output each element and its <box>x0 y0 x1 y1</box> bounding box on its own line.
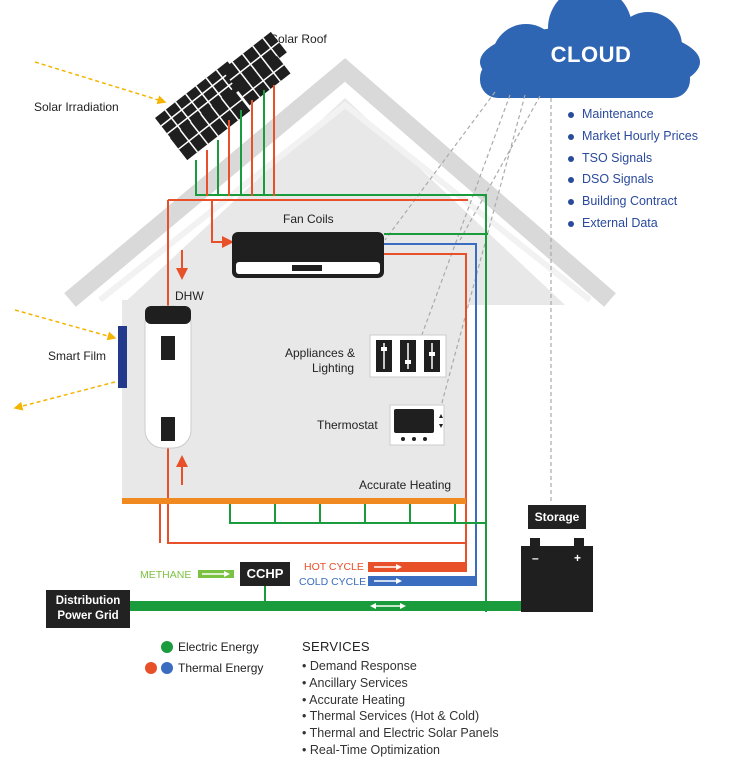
appliances-label: Appliances & <box>285 346 356 360</box>
lighting-label: Lighting <box>312 361 355 375</box>
services-title: SERVICES <box>302 639 370 654</box>
service-item: Thermal Services (Hot & Cold) <box>302 708 499 725</box>
methane-arrow <box>198 570 234 578</box>
fan-coils-unit <box>232 232 384 278</box>
cycle-bars <box>368 562 476 586</box>
accurate-heating-label: Accurate Heating <box>359 478 452 492</box>
hot-cycle-label: HOT CYCLE <box>304 561 364 573</box>
accurate-heating-bar <box>122 498 466 504</box>
svg-text:–: – <box>532 551 539 565</box>
svg-text:+: + <box>574 551 581 565</box>
grid-label-line2: Power Grid <box>57 610 119 622</box>
distribution-power-grid-label: Distribution Power Grid <box>46 590 130 628</box>
power-grid-line <box>128 601 521 611</box>
thermostat-device <box>389 404 445 446</box>
service-item: Demand Response <box>302 658 499 675</box>
legend-dots <box>145 641 173 674</box>
dhw-tank <box>144 305 192 449</box>
cloud-title: CLOUD <box>550 42 632 67</box>
cloud-shape <box>480 0 700 98</box>
service-item: Accurate Heating <box>302 692 499 709</box>
sun-irradiation-arrows <box>13 61 167 411</box>
cloud-item: Maintenance <box>568 104 698 126</box>
cloud-services-list: Maintenance Market Hourly Prices TSO Sig… <box>568 104 698 235</box>
smart-film-label: Smart Film <box>48 349 106 363</box>
cloud-item: External Data <box>568 213 698 235</box>
cold-cycle-label: COLD CYCLE <box>299 576 367 588</box>
solar-roof-panels <box>155 31 291 161</box>
legend-thermal-energy: Thermal Energy <box>178 661 264 675</box>
cloud-item: Market Hourly Prices <box>568 126 698 148</box>
fan-coils-label: Fan Coils <box>283 212 334 226</box>
thermostat-label: Thermostat <box>317 418 378 432</box>
cloud-item: TSO Signals <box>568 148 698 170</box>
smart-film-panel <box>118 326 127 388</box>
service-item: Real-Time Optimization <box>302 742 499 759</box>
methane-label: METHANE <box>140 569 192 581</box>
cloud-item: DSO Signals <box>568 169 698 191</box>
floor-heating-loop <box>229 504 486 524</box>
service-item: Ancillary Services <box>302 675 499 692</box>
grid-label-line1: Distribution <box>55 595 121 607</box>
services-list: Demand Response Ancillary Services Accur… <box>302 658 499 759</box>
storage-label: Storage <box>528 505 586 529</box>
appliances-lighting-panel <box>369 334 447 378</box>
service-item: Thermal and Electric Solar Panels <box>302 725 499 742</box>
legend-electric-energy: Electric Energy <box>178 640 259 654</box>
solar-irradiation-label: Solar Irradiation <box>34 100 119 114</box>
cloud-data-links <box>384 91 552 503</box>
dhw-label: DHW <box>175 289 204 303</box>
cchp-label: CCHP <box>240 562 290 586</box>
storage-battery: – + <box>521 538 593 612</box>
solar-roof-label: Solar Roof <box>270 32 327 46</box>
cloud-item: Building Contract <box>568 191 698 213</box>
